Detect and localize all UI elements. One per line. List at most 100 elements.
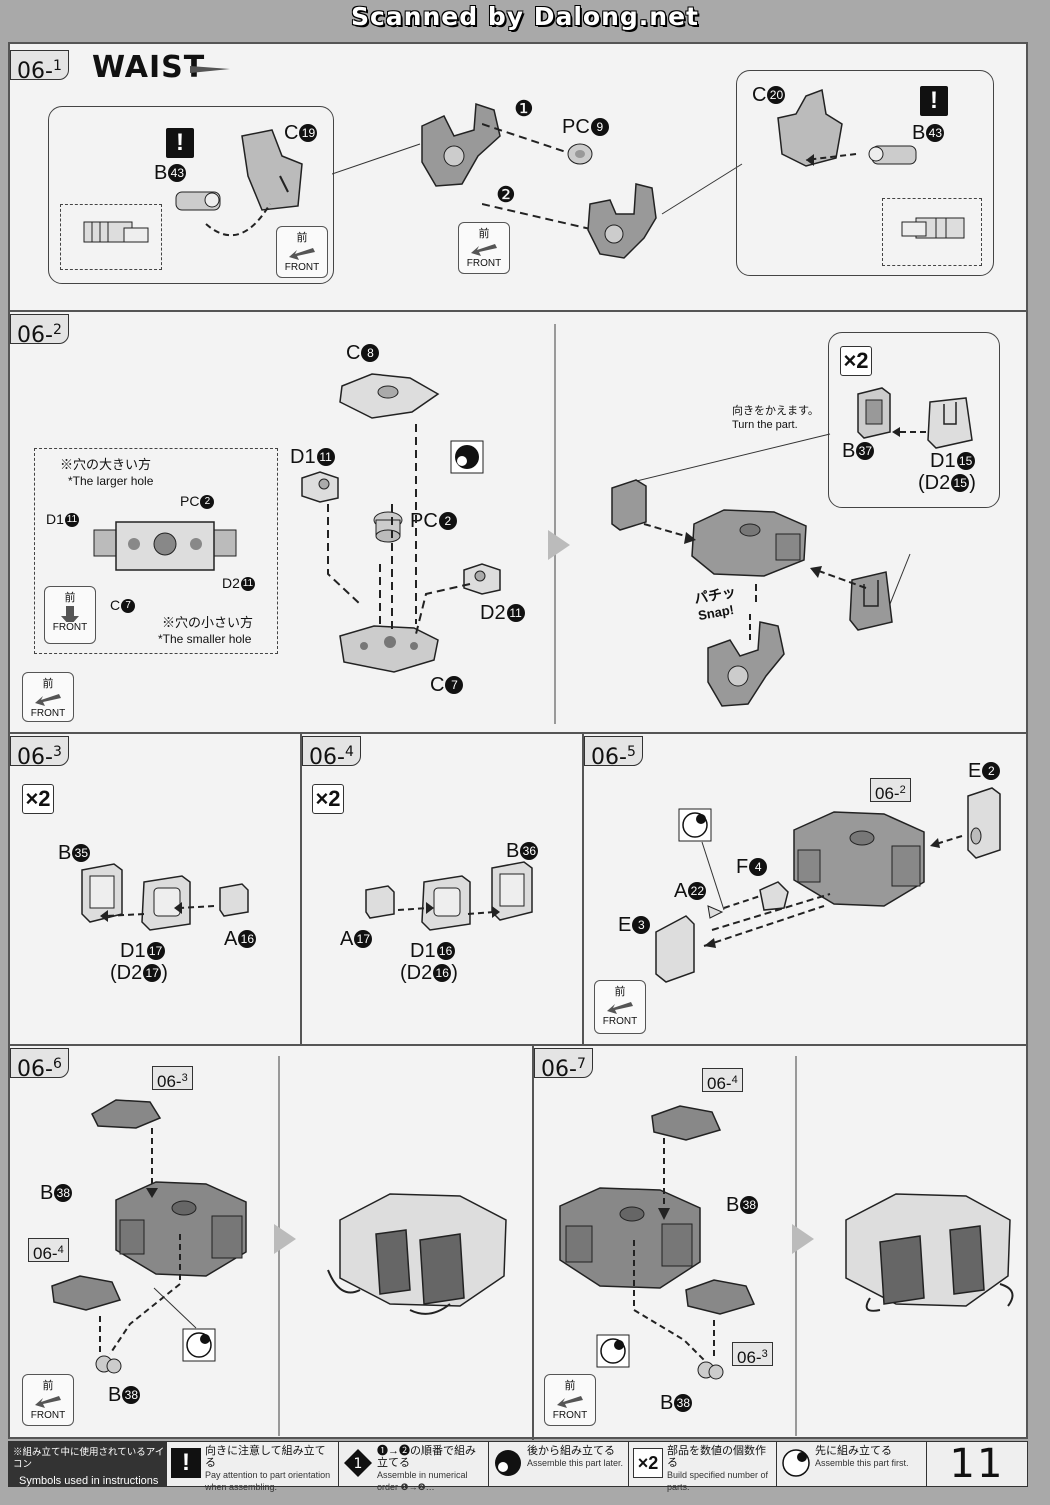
step-label-06-6: 06-6	[10, 1048, 69, 1082]
part-f4-drawing	[759, 881, 789, 911]
svg-text:1: 1	[354, 1456, 363, 1472]
waist-frame-drawing-2	[587, 183, 657, 259]
assembly-arrow	[930, 835, 963, 848]
subassembly-06-3-drawing	[685, 1279, 756, 1315]
divider	[300, 732, 302, 1044]
subassembly-06-4-drawing	[51, 1275, 122, 1311]
build-quantity-badge: ×2	[312, 784, 344, 814]
assembly-arrows	[327, 424, 471, 635]
next-step-arrow-icon	[274, 1224, 296, 1254]
step-label-06-2: 06-2	[10, 314, 69, 348]
part-b38-drawing	[95, 1355, 122, 1374]
divider	[532, 1044, 534, 1440]
ref-step-06-3: 06-3	[152, 1066, 193, 1091]
assembly-arrows	[99, 1234, 181, 1355]
caution-icon: !	[171, 1448, 201, 1478]
waist-assembly-drawing	[115, 1181, 247, 1277]
assembly-arrows	[633, 1240, 715, 1361]
assemble-first-icon	[782, 1449, 810, 1477]
part-b43-drawing	[868, 145, 917, 165]
assemble-first-icon	[596, 1334, 630, 1368]
divider	[10, 1044, 1028, 1046]
next-step-arrow-icon	[548, 530, 570, 560]
part-b37-placed-drawing	[611, 479, 647, 531]
waist-assembly-drawing	[793, 811, 925, 907]
part-c8-drawing	[339, 373, 440, 419]
note-turn-en: Turn the part.	[732, 419, 798, 431]
part-c20-drawing	[777, 88, 843, 167]
callout-line	[701, 841, 725, 911]
legend-heading: ※組み立て中に使用されているアイコン Symbols used in instr…	[9, 1442, 167, 1487]
detail-inset-left	[60, 204, 162, 270]
assemble-later-icon	[182, 1328, 216, 1362]
assembly-arrow	[892, 427, 926, 437]
subassembly-06-3-drawing	[91, 1099, 162, 1129]
assembly-arrow	[205, 203, 271, 237]
assembly-arrows	[100, 902, 215, 922]
inset-hole-diagram	[34, 448, 278, 654]
ref-step-06-3: 06-3	[732, 1342, 773, 1367]
scan-watermark: Scanned by Dalong.net	[350, 2, 699, 31]
part-b43-detail-drawing	[83, 221, 149, 243]
inset-c7-top-view-drawing	[93, 521, 237, 571]
step-label-06-4: 06-4	[302, 736, 361, 770]
part-b43-detail-drawing	[901, 217, 965, 239]
section-title: WAIST	[92, 50, 206, 85]
part-b35-drawing	[81, 863, 123, 923]
note-larger-hole-en: *The larger hole	[68, 474, 154, 488]
note-smaller-hole-jp: ※穴の小さい方	[162, 615, 254, 630]
ref-step-06-4: 06-4	[702, 1068, 743, 1093]
title-swoosh-icon	[190, 66, 230, 73]
assembly-arrows	[397, 902, 500, 918]
detail-box-x2	[828, 332, 1000, 508]
part-b36-drawing	[491, 861, 533, 921]
assembly-arrow	[805, 153, 857, 166]
assemble-first-icon	[678, 808, 712, 842]
part-pc2-drawing	[373, 511, 403, 543]
caution-icon: !	[920, 86, 948, 116]
part-a22-drawing	[707, 905, 724, 919]
page-number: 11	[949, 1441, 1005, 1487]
waist-completed-drawing	[327, 1193, 507, 1315]
part-d2-11-drawing	[463, 563, 501, 595]
divider	[10, 732, 1028, 734]
part-c19-drawing	[241, 129, 303, 211]
part-d1-17-drawing	[141, 875, 191, 931]
step-marker-2: ❷	[496, 182, 516, 207]
build-quantity-icon: ×2	[633, 1448, 663, 1478]
build-quantity-badge: ×2	[22, 784, 54, 814]
assembly-arrows	[703, 893, 831, 948]
assemble-later-icon	[450, 440, 484, 474]
part-c7-drawing	[339, 625, 439, 673]
part-pc9-drawing	[567, 143, 593, 165]
icon-legend: ※組み立て中に使用されているアイコン Symbols used in instr…	[8, 1441, 1028, 1492]
divider	[10, 310, 1028, 312]
part-d1-16-drawing	[421, 875, 471, 931]
